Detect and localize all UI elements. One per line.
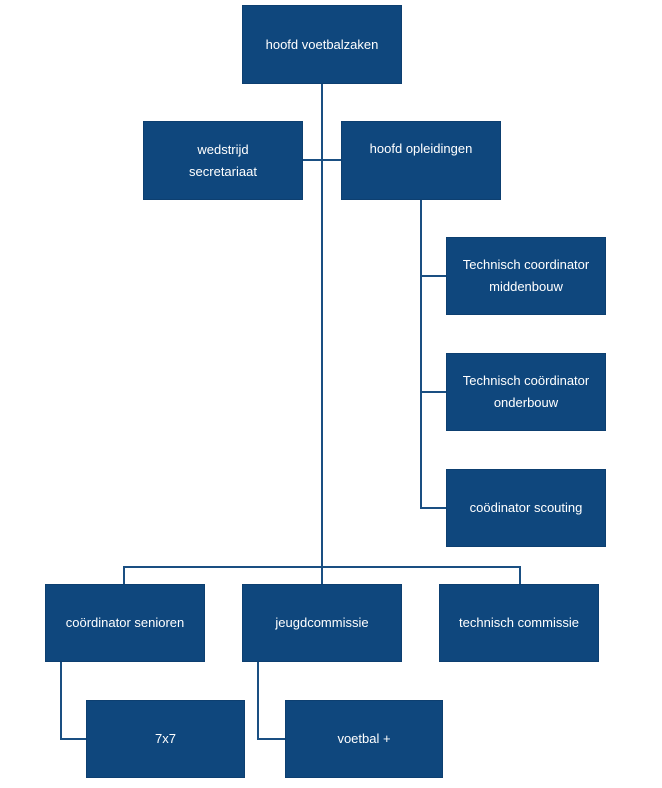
node-label: voetbal + bbox=[337, 731, 391, 746]
node-seven-a-side: 7x7 bbox=[86, 700, 245, 778]
node-label: technisch commissie bbox=[459, 615, 579, 630]
node-coord-seniors: coördinator senioren bbox=[45, 584, 205, 662]
node-technical-committee: technisch commissie bbox=[439, 584, 599, 662]
node-head-training: hoofd opleidingen bbox=[341, 121, 501, 200]
node-label: Technisch coördinator onderbouw bbox=[462, 373, 590, 410]
node-head-football: hoofd voetbalzaken bbox=[242, 5, 402, 84]
node-label: coördinator senioren bbox=[65, 615, 185, 630]
node-voetbal-plus: voetbal + bbox=[285, 700, 443, 778]
node-youth-committee: jeugdcommissie bbox=[242, 584, 402, 662]
node-label: jeugdcommissie bbox=[275, 615, 369, 630]
node-label: coödinator scouting bbox=[469, 500, 583, 515]
node-tech-coord-onderbouw: Technisch coördinator onderbouw bbox=[446, 353, 606, 431]
node-label: 7x7 bbox=[155, 731, 176, 746]
node-coord-scouting: coödinator scouting bbox=[446, 469, 606, 547]
node-match-secretariat: wedstrijd secretariaat bbox=[143, 121, 303, 200]
node-label: hoofd opleidingen bbox=[369, 141, 473, 156]
node-label: hoofd voetbalzaken bbox=[265, 36, 379, 52]
node-label: Technisch coordinator middenbouw bbox=[462, 257, 590, 294]
node-label: wedstrijd secretariaat bbox=[189, 141, 257, 179]
node-tech-coord-middenbouw: Technisch coordinator middenbouw bbox=[446, 237, 606, 315]
